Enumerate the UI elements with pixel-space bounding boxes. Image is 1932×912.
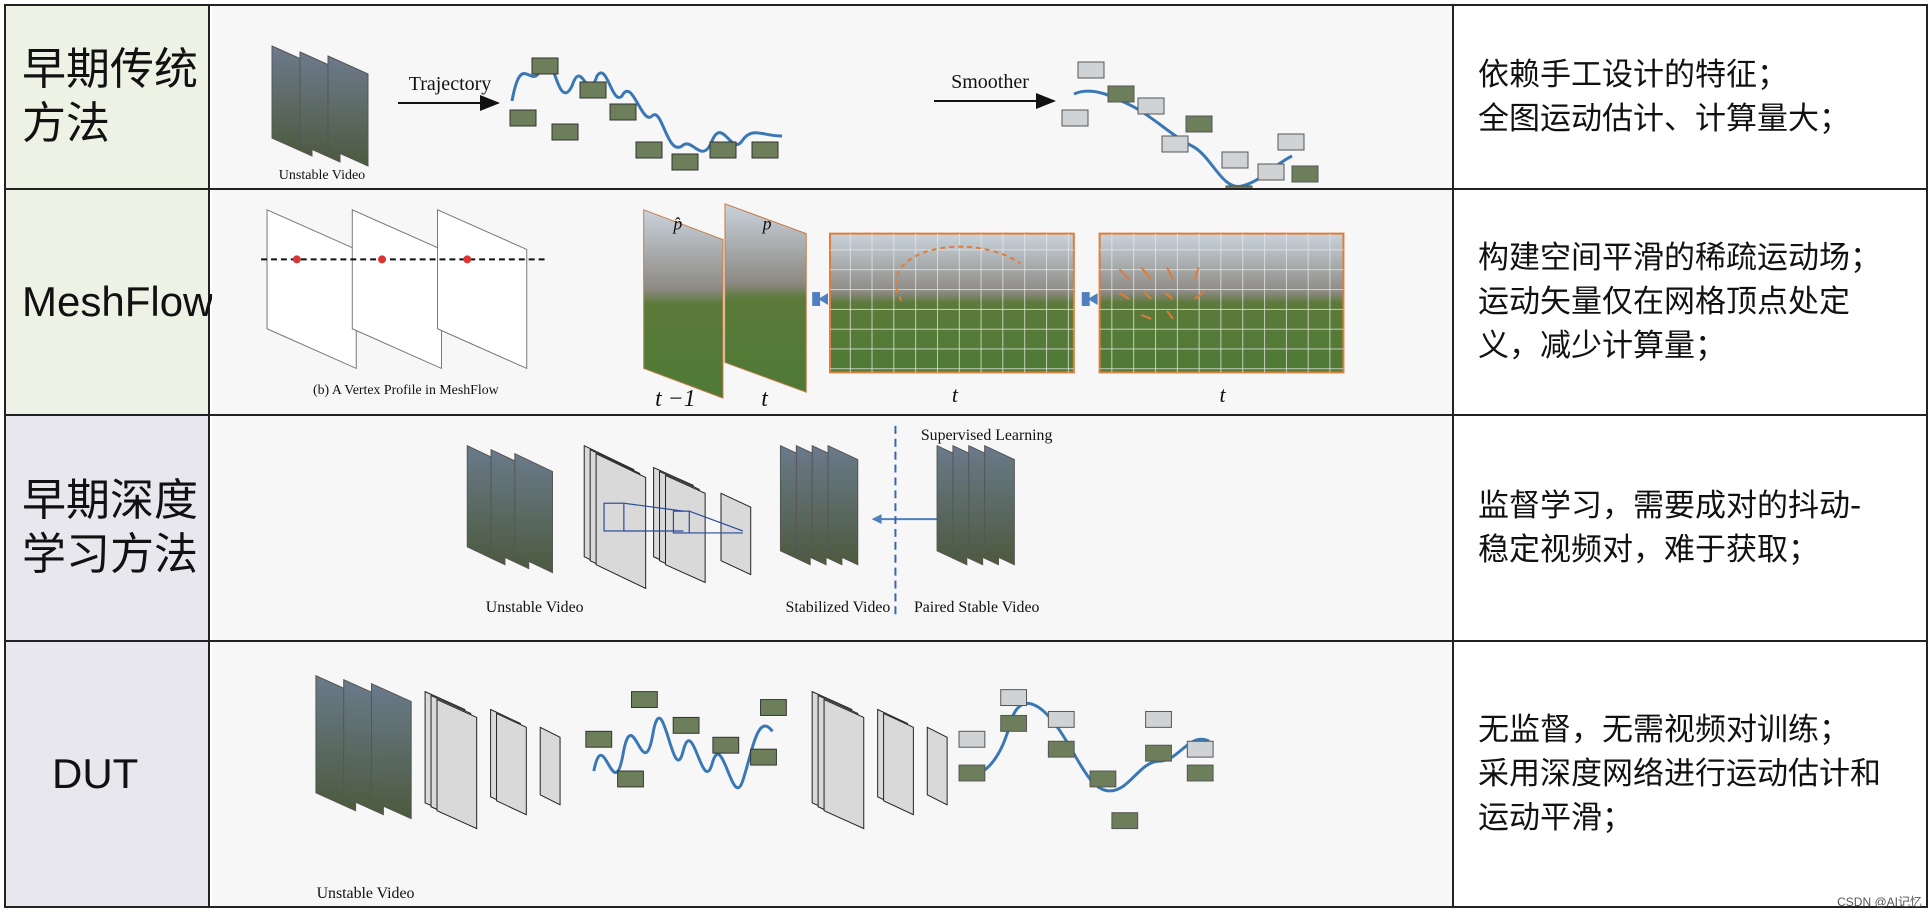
caption-supervised-learning: Supervised Learning — [921, 427, 1053, 444]
description-text: 监督学习，需要成对的抖动- 稳定视频对，难于获取； — [1478, 484, 1861, 572]
label-text: 早期深度 学习方法 — [22, 474, 198, 582]
paired-stable-video-stack — [937, 446, 1014, 565]
traditional-pipeline-figure: Unstable Video Trajectory Smoother — [212, 6, 1452, 188]
frame-pair — [644, 204, 807, 398]
row-description: 无监督，无需视频对训练； 采用深度网络进行运动估计和 运动平滑； — [1452, 642, 1926, 906]
caption-t: t — [952, 383, 959, 407]
vertex-point — [463, 255, 471, 263]
label-text: DUT — [52, 747, 138, 801]
supervised-learning-figure: Unstable Video Stabilized Video — [212, 416, 1452, 640]
row-description: 依赖手工设计的特征； 全图运动估计、计算量大； — [1452, 6, 1926, 188]
label-text: MeshFlow — [22, 275, 213, 329]
caption-smoother: Smoother — [951, 71, 1029, 93]
mesh-grid — [1100, 234, 1344, 373]
row-label: 早期深度 学习方法 — [6, 416, 210, 640]
motion-estimation-cnn — [425, 692, 560, 829]
row-early-deep-learning: 早期深度 学习方法 Unstable Video — [6, 414, 1926, 640]
comparison-table: 早期传统 方法 Unstable Video Trajectory — [4, 4, 1928, 908]
row-description: 监督学习，需要成对的抖动- 稳定视频对，难于获取； — [1452, 416, 1926, 640]
row-meshflow: MeshFlow (b) A Vertex Profile in MeshFlo… — [6, 188, 1926, 414]
caption-trajectory: Trajectory — [409, 73, 492, 95]
caption-p: p — [761, 214, 772, 234]
stabilized-video-stack — [780, 446, 857, 565]
description-text: 依赖手工设计的特征； 全图运动估计、计算量大； — [1478, 53, 1850, 141]
unstable-video-stack — [316, 676, 411, 819]
vertex-profile-grids — [267, 210, 527, 369]
row-description: 构建空间平滑的稀疏运动场； 运动矢量仅在网格顶点处定 义，减少计算量； — [1452, 190, 1926, 414]
unstable-video-stack — [467, 446, 552, 573]
row-label: 早期传统 方法 — [6, 6, 210, 188]
description-text: 构建空间平滑的稀疏运动场； 运动矢量仅在网格顶点处定 义，减少计算量； — [1478, 236, 1881, 368]
smoothed-thumbnails — [1062, 62, 1318, 188]
caption-t: t — [761, 386, 769, 412]
caption-stabilized-video: Stabilized Video — [786, 599, 891, 616]
diagram-early-deep-learning: Unstable Video Stabilized Video — [212, 416, 1452, 640]
diagram-dut: Unstable Video — [212, 642, 1452, 906]
caption-vertex-profile: (b) A Vertex Profile in MeshFlow — [313, 383, 499, 398]
row-dut: DUT Unstable Video — [6, 640, 1926, 906]
vertex-point — [293, 255, 301, 263]
caption-p-hat: p̂ — [671, 214, 682, 234]
row-traditional: 早期传统 方法 Unstable Video Trajectory — [6, 6, 1926, 188]
caption-unstable-video: Unstable Video — [279, 168, 365, 183]
dut-pipeline-figure: Unstable Video — [212, 642, 1452, 906]
mesh-grid — [830, 234, 1074, 373]
vertex-point — [378, 255, 386, 263]
smoothed-thumbnails — [959, 690, 1213, 829]
video-frames-stack — [272, 46, 368, 166]
meshflow-figure: (b) A Vertex Profile in MeshFlow p̂ p t … — [212, 190, 1452, 414]
caption-unstable-video: Unstable Video — [317, 885, 415, 902]
watermark: CSDN @AI记忆 — [1837, 893, 1922, 910]
description-text: 无监督，无需视频对训练； 采用深度网络进行运动估计和 运动平滑； — [1478, 708, 1881, 840]
smoothing-cnn — [812, 692, 947, 829]
caption-unstable-video: Unstable Video — [486, 599, 584, 616]
caption-paired-stable-video: Paired Stable Video — [914, 599, 1040, 616]
caption-t-minus-1: t −1 — [655, 386, 695, 412]
row-label: MeshFlow — [6, 190, 210, 414]
diagram-traditional: Unstable Video Trajectory Smoother — [212, 6, 1452, 188]
cnn-block — [584, 446, 751, 589]
row-label: DUT — [6, 642, 210, 906]
label-text: 早期传统 方法 — [22, 43, 198, 151]
caption-t: t — [1219, 383, 1226, 407]
diagram-meshflow: (b) A Vertex Profile in MeshFlow p̂ p t … — [212, 190, 1452, 414]
